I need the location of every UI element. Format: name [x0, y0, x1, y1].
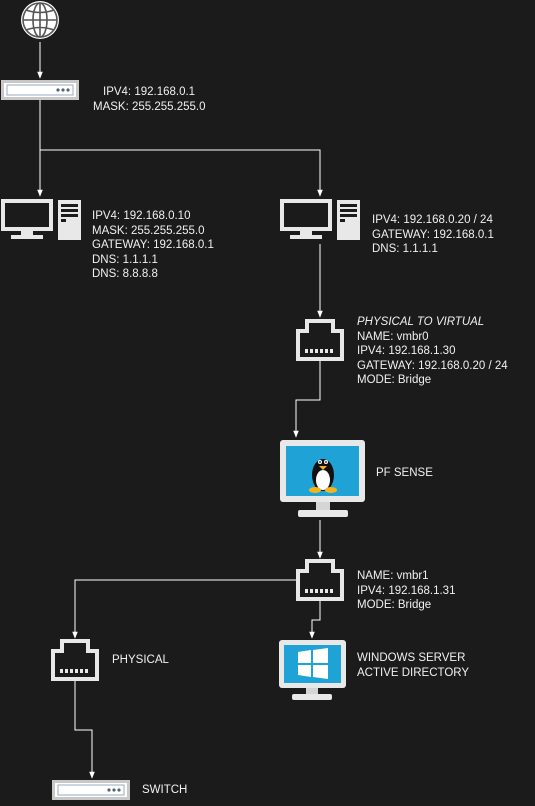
- windows-line-1: WINDOWS SERVER: [357, 652, 466, 664]
- rack-device-icon: [1, 80, 79, 100]
- vmbr0-heading: PHYSICAL TO VIRTUAL: [357, 316, 485, 328]
- pc-left-dns-1: DNS: 1.1.1.1: [92, 253, 158, 266]
- pc-right-dns: DNS: 1.1.1.1: [372, 243, 438, 255]
- windows-label: WINDOWS SERVER ACTIVE DIRECTORY: [357, 651, 469, 680]
- windows-logo-icon: [298, 648, 328, 679]
- pc-right-ipv4: IPV4: 192.168.0.20 / 24: [372, 214, 493, 226]
- globe-icon: [21, 1, 59, 39]
- tux-icon: [309, 459, 337, 493]
- connector-vmbr1-physical: [72, 579, 296, 639]
- vmbr1-mode: MODE: Bridge: [357, 599, 432, 611]
- rack-device-icon: [52, 780, 130, 800]
- linux-monitor-icon: [280, 440, 365, 517]
- vmbr1-name: NAME: vmbr1: [357, 570, 429, 582]
- ethernet-port-icon: [296, 319, 344, 361]
- connector-vmbr0-pfsense: [293, 360, 321, 438]
- vmbr1-ipv4: IPV4: 192.168.1.31: [357, 584, 456, 597]
- modem-label: IPV4: 192.168.0.1 MASK: 255.255.255.0: [93, 85, 206, 114]
- desktop-tower-icon: [1, 199, 83, 241]
- pfsense-label: PF SENSE: [376, 467, 433, 479]
- windows-monitor-icon: [279, 640, 346, 700]
- connector-modem-pc-right: [40, 149, 323, 197]
- vmbr0-mode: MODE: Bridge: [357, 374, 432, 386]
- vmbr0-label: PHYSICAL TO VIRTUAL NAME: vmbr0 IPV4: 19…: [357, 315, 508, 388]
- pc-left-dns-2: DNS: 8.8.8.8: [92, 268, 158, 280]
- pc-left-mask: MASK: 255.255.255.0: [92, 224, 205, 237]
- connector-lines: [37, 42, 323, 779]
- pc-left-gateway: GATEWAY: 192.168.0.1: [92, 239, 214, 251]
- ethernet-port-icon: [296, 559, 344, 601]
- modem-ipv4: IPV4: 192.168.0.1: [103, 86, 196, 98]
- pc-left-ipv4: IPV4: 192.168.0.10: [92, 210, 191, 222]
- ethernet-port-icon: [51, 639, 99, 681]
- physical-label: PHYSICAL: [112, 654, 169, 666]
- pc-right-label: IPV4: 192.168.0.20 / 24 GATEWAY: 192.168…: [372, 213, 494, 257]
- vmbr0-gateway: GATEWAY: 192.168.0.20 / 24: [357, 359, 508, 372]
- switch-label: SWITCH: [142, 784, 188, 796]
- vmbr0-ipv4: IPV4: 192.168.1.30: [357, 345, 456, 357]
- windows-line-2: ACTIVE DIRECTORY: [357, 666, 470, 679]
- modem-mask: MASK: 255.255.255.0: [93, 100, 206, 113]
- vmbr1-label: NAME: vmbr1 IPV4: 192.168.1.31 MODE: Bri…: [357, 569, 455, 613]
- connector-vmbr1-windows: [309, 600, 321, 639]
- pc-right-gateway: GATEWAY: 192.168.0.1: [372, 228, 494, 241]
- pc-left-label: IPV4: 192.168.0.10 MASK: 255.255.255.0 G…: [92, 209, 214, 282]
- vmbr0-name: NAME: vmbr0: [357, 330, 429, 343]
- desktop-tower-icon: [280, 199, 362, 241]
- connector-physical-switch: [74, 681, 95, 779]
